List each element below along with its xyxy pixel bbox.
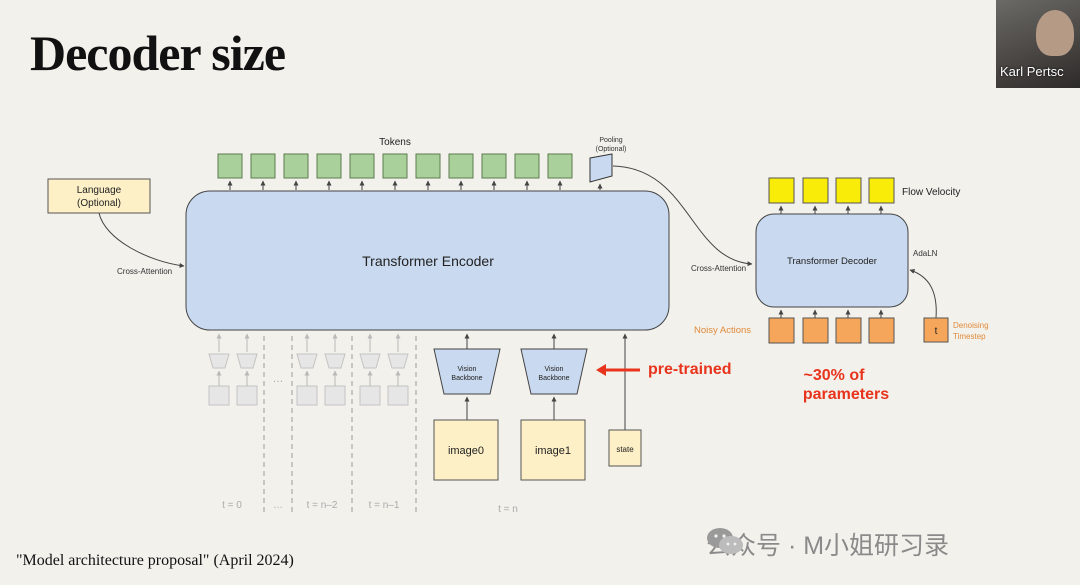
noisy-action-arrows [778, 309, 884, 318]
image1-box [520, 419, 586, 481]
watermark-text: 公众号 · M小姐研习录 [706, 532, 950, 560]
transformer-decoder [755, 213, 909, 308]
time-label: t = 0 [222, 500, 242, 511]
time-label: t = n–2 [307, 500, 338, 511]
image0-box [433, 419, 499, 481]
encoder-label: Transformer Encoder [362, 253, 494, 269]
token-box [283, 153, 309, 179]
noisy-action-box [835, 317, 862, 344]
presenter-video-tile: Karl Pertsc [996, 0, 1080, 88]
watermark: 公众号 · M小姐研习录 [706, 526, 949, 562]
adaln-label: AdaLN [913, 249, 938, 258]
presenter-name: Karl Pertsc [1000, 64, 1064, 79]
cross-attention-right-label: Cross-Attention [691, 264, 746, 273]
token-box [481, 153, 507, 179]
token-arrows [227, 180, 603, 190]
footnote: "Model architecture proposal" (April 202… [16, 552, 294, 569]
vision-backbone-0-label: Vision [458, 366, 477, 373]
token-row [217, 153, 573, 179]
slide-title: Decoder size [30, 25, 286, 81]
noisy-actions-label: Noisy Actions [694, 325, 751, 336]
params-label-line2: parameters [803, 386, 889, 403]
flow-velocity-row [768, 177, 895, 204]
image1-label: image1 [535, 445, 571, 457]
history-frame-blocks [208, 353, 409, 406]
token-box [547, 153, 573, 179]
wechat-icon [707, 528, 743, 554]
flow-velocity-arrows [778, 205, 884, 214]
flow-velocity-box [868, 177, 895, 204]
state-box [608, 429, 642, 467]
state-label: state [616, 445, 634, 454]
language-label: Language [77, 185, 122, 196]
pooling-to-decoder-arrow [612, 165, 753, 267]
image0-label: image0 [448, 445, 484, 457]
time-dividers [263, 336, 417, 512]
vision-backbone-0-sublabel: Backbone [451, 375, 482, 382]
language-optional-label: (Optional) [77, 198, 121, 209]
noisy-action-box [768, 317, 795, 344]
pooling-optional-label: (Optional) [596, 146, 627, 153]
flow-velocity-box [802, 177, 829, 204]
noisy-actions-row [768, 317, 895, 344]
token-box [382, 153, 408, 179]
token-box [250, 153, 276, 179]
timestep-box [923, 317, 949, 343]
flow-velocity-label: Flow Velocity [902, 187, 960, 198]
adaln-arrow [909, 269, 937, 319]
token-box [316, 153, 342, 179]
flow-velocity-box [835, 177, 862, 204]
token-box [349, 153, 375, 179]
time-label: t = n–1 [369, 500, 400, 511]
token-box [514, 153, 540, 179]
timestep-box-label: t [935, 326, 938, 337]
presenter-avatar [1036, 10, 1074, 56]
timestep-label: Timestep [953, 332, 986, 341]
time-label: … [273, 500, 283, 511]
token-box [448, 153, 474, 179]
denoising-label: Denoising [953, 321, 989, 330]
vision-backbone-1-sublabel: Backbone [538, 375, 569, 382]
noisy-action-box [868, 317, 895, 344]
vision-backbone-0 [433, 348, 501, 395]
transformer-encoder [185, 190, 670, 331]
vision-backbone-1-label: Vision [545, 366, 564, 373]
backbone-arrows [464, 333, 628, 430]
language-arrow [98, 212, 185, 268]
token-box [415, 153, 441, 179]
cross-attention-left-label: Cross-Attention [117, 267, 172, 276]
token-box [217, 153, 243, 179]
history-arrows [216, 333, 401, 386]
language-box [47, 178, 151, 214]
pretrained-label: pre-trained [648, 361, 732, 378]
pretrained-arrowhead [596, 364, 606, 376]
tokens-label: Tokens [379, 137, 411, 148]
decoder-label: Transformer Decoder [787, 256, 877, 267]
pooling-label: Pooling [599, 137, 622, 144]
noisy-action-box [802, 317, 829, 344]
pooling-shape [589, 153, 613, 183]
history-dots: … [273, 373, 284, 385]
time-label: t = n [498, 504, 518, 515]
vision-backbone-1 [520, 348, 588, 395]
flow-velocity-box [768, 177, 795, 204]
params-label-line1: ~30% of [804, 367, 866, 384]
